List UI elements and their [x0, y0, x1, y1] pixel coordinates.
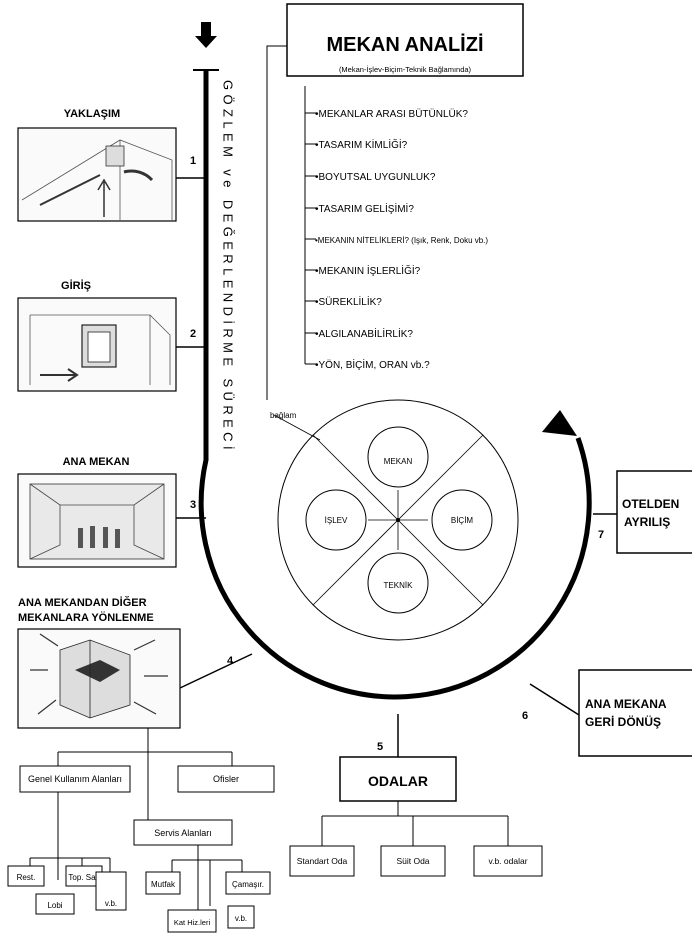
stage-title: ANA MEKANDAN DİĞER — [18, 596, 147, 609]
right-tree-nodes: Standart Oda Süit Oda v.b. odalar — [289, 845, 543, 877]
main-process-line — [198, 70, 592, 700]
tree-node-label: Mutfak — [151, 880, 176, 889]
question-item: •TASARIM KİMLİĞİ? — [315, 138, 408, 151]
stage-number: 7 — [598, 529, 604, 541]
teknik-circle — [367, 552, 429, 614]
question-item: •ALGILANABİLİRLİK? — [315, 327, 413, 340]
tree-node-label: Servis Alanları — [154, 828, 212, 838]
tree-node-label: Rest. — [17, 873, 36, 882]
tree-node-label: v.b. — [235, 914, 247, 923]
tree-node — [95, 871, 127, 911]
header-title: MEKAN ANALİZİ — [326, 33, 483, 56]
tree-node-label: Standart Oda — [297, 856, 348, 866]
left-tree-nodes: Genel Kullanım Alanları Ofisler Servis A… — [7, 765, 275, 933]
stage-number: 6 — [522, 710, 528, 722]
tree-node — [227, 905, 255, 929]
stage-connector — [179, 653, 253, 689]
process-label: GÖZLEM ve DEĞERLENDİRME SÜRECİ — [221, 80, 236, 454]
stage-title: GERİ DÖNÜŞ — [585, 714, 661, 729]
stage-return: 6 ANA MEKANA GERİ DÖNÜŞ — [522, 669, 692, 757]
tree-node-label: Kat Hiz.leri — [174, 918, 211, 927]
question-item: •MEKANIN NİTELİKLERİ? (Işık, Renk, Doku … — [315, 236, 488, 245]
context-pointer-line — [273, 414, 321, 441]
stage-title: MEKANLARA YÖNLENME — [18, 611, 154, 624]
tree-node — [133, 819, 233, 846]
question-item: •SÜREKLİLİK? — [315, 295, 382, 308]
tree-node-label: Ofisler — [213, 774, 239, 784]
analysis-header: MEKAN ANALİZİ (Mekan-İşlev-Biçim-Teknik … — [286, 3, 524, 77]
return-arrow-icon — [542, 410, 577, 436]
tree-node — [145, 871, 181, 895]
tree-node-label: Genel Kullanım Alanları — [28, 774, 122, 784]
question-item: •TASARIM GELİŞİMİ? — [315, 202, 414, 215]
stage-title: ANA MEKANA — [585, 697, 667, 711]
tree-node-label: Çamaşır. — [232, 880, 264, 889]
tree-node — [35, 893, 75, 915]
rooms-box — [339, 756, 457, 802]
stage-approach: YAKLAŞIM 1 — [17, 108, 206, 222]
tree-node-label: Top. Sal. — [68, 873, 99, 882]
stage-number: 3 — [190, 499, 196, 511]
stage-title: OTELDEN — [622, 497, 679, 511]
tree-node — [19, 765, 131, 793]
question-list: •MEKANLAR ARASI BÜTÜNLÜK? •TASARIM KİMLİ… — [304, 86, 488, 371]
stage-title: GİRİŞ — [61, 279, 91, 292]
tree-node — [177, 765, 275, 793]
stage-number: 5 — [377, 741, 383, 753]
bicim-label: BİÇİM — [451, 516, 474, 525]
stage-orientation: ANA MEKANDAN DİĞER MEKANLARA YÖNLENME 4 — [17, 596, 253, 729]
start-arrow-icon — [195, 22, 217, 48]
stage-connector — [529, 683, 580, 716]
concept-diagram: bağlam MEKAN İŞLEV BİÇİM TEKNİK — [270, 399, 519, 641]
stage-number: 1 — [190, 155, 196, 167]
tree-node-label: Lobi — [47, 901, 62, 910]
stage-title: YAKLAŞIM — [64, 108, 120, 120]
tree-node-label: v.b. odalar — [488, 856, 527, 866]
tree-node — [167, 909, 217, 933]
tree-node — [7, 865, 45, 887]
stage-title: ODALAR — [368, 773, 428, 789]
stage-main-space: ANA MEKAN 3 — [17, 456, 206, 568]
context-label: bağlam — [270, 411, 297, 420]
right-tree — [321, 801, 509, 846]
return-box — [578, 669, 692, 757]
stage-number: 2 — [190, 328, 196, 340]
tree-node-label: Süit Oda — [396, 856, 429, 866]
question-item: •BOYUTSAL UYGUNLUK? — [315, 172, 436, 183]
header-subtitle: (Mekan-İşlev-Biçim-Teknik Bağlamında) — [339, 65, 472, 74]
bicim-circle — [431, 489, 493, 551]
process-path — [193, 22, 592, 700]
departure-box — [616, 470, 692, 554]
teknik-label: TEKNİK — [384, 581, 414, 590]
tree-node-label: v.b. — [105, 899, 117, 908]
question-item: •MEKANLAR ARASI BÜTÜNLÜK? — [315, 108, 468, 120]
stage-title: AYRILIŞ — [624, 515, 670, 529]
stage-departure: 7 OTELDEN AYRILIŞ — [593, 470, 692, 554]
mekan-circle — [367, 426, 429, 488]
stage-rooms: 5 ODALAR — [339, 714, 457, 802]
islev-label: İŞLEV — [325, 516, 348, 525]
question-item: •YÖN, BİÇİM, ORAN vb.? — [315, 358, 430, 371]
stage-number: 4 — [227, 655, 234, 667]
stage-entrance: GİRİŞ 2 — [17, 279, 206, 392]
header-connector-line — [266, 45, 287, 400]
mekan-label: MEKAN — [384, 457, 413, 466]
question-item: •MEKANIN İŞLERLİĞİ? — [315, 264, 421, 277]
left-tree — [29, 728, 243, 930]
tree-node — [380, 845, 446, 877]
tree-node — [225, 871, 271, 895]
stage-title: ANA MEKAN — [63, 456, 130, 468]
tree-node — [473, 845, 543, 877]
header-box — [286, 3, 524, 77]
center-dot — [396, 518, 400, 522]
tree-node — [289, 845, 355, 877]
approach-sketch — [17, 127, 177, 222]
islev-circle — [305, 489, 367, 551]
